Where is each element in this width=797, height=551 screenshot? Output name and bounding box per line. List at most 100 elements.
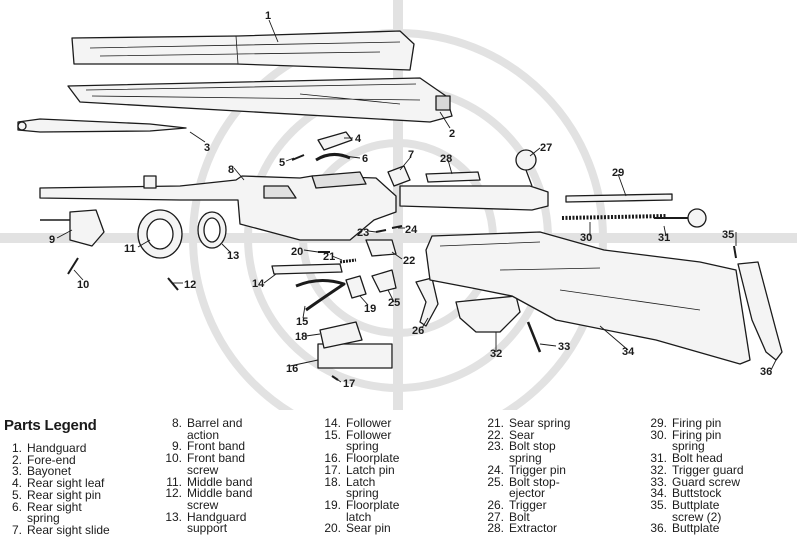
legend-item: 25. Bolt stop- ejector [482,474,570,501]
bolt-stop-spring-part [375,229,387,233]
legend-item-name: Sear pin [346,521,391,536]
callout-23: 23 [357,227,369,239]
legend-item: 24. Trigger pin [482,462,570,477]
legend-item-number: 35. [650,497,667,512]
extractor-part [425,171,481,183]
legend-column-4: 21.Sear spring 22.Sear 23. Bolt stop spri… [482,416,570,536]
floorplate-latch-part [345,275,367,299]
handguard-support-part [197,211,227,249]
legend-item-name: Follower spring [346,427,392,454]
callout-7: 7 [408,149,414,161]
callout-20: 20 [291,246,303,258]
leader-lines [56,19,777,383]
legend-item: 17.Latch pin [319,464,399,477]
callout-32: 32 [490,348,502,360]
legend-item-number: 32. [650,462,667,477]
legend-item-number: 15. [324,427,341,442]
legend-item-name: Trigger pin [509,462,566,477]
legend-item-number: 2. [11,452,22,467]
guard-screw-part [526,321,542,353]
legend-item-number: 27. [487,509,504,524]
callout-17: 17 [343,378,355,390]
legend-item-number: 28. [487,521,504,536]
legend-item-name: Handguard [27,441,87,455]
callout-25: 25 [388,297,400,309]
legend-item: 12. Middle band screw [160,486,253,512]
legend-item: 18.Latch spring [319,475,399,500]
callout-1: 1 [265,10,271,22]
middle-band-screw-part [167,277,179,291]
legend-item-number: 5. [11,487,22,502]
bolt-part [399,149,549,211]
callout-26: 26 [412,325,424,337]
legend-item-number: 3. [11,464,22,479]
legend-item-name: Rear sight slide [27,522,110,537]
legend-item: 36.Buttplate [645,521,744,536]
legend-item-name: Rear sight pin [27,487,102,502]
legend-item-number: 11. [166,474,182,489]
legend-item: 13.Handguard support [160,511,252,535]
legend-item: 6.Rear sight spring [0,499,110,526]
legend-item-number: 25. [487,474,504,489]
exploded-parts-diagram: 1 2 3 4 5 6 7 8 9 10 11 12 13 14 15 16 1… [0,0,797,410]
callout-35: 35 [722,229,734,241]
callout-18: 18 [295,331,307,343]
firing-pin-part [565,193,673,203]
legend-item-name: Rear sight spring [27,499,82,526]
legend-item: 14.Follower [319,416,399,430]
legend-item-number: 14. [324,416,341,430]
trigger-guard-part [455,295,521,333]
legend-item: 9.Front band [160,441,252,453]
callout-33: 33 [558,341,570,353]
legend-item-name: Middle band screw [187,486,253,512]
legend-item-number: 21. [487,416,504,430]
legend-item-name: Floorplate latch [346,497,400,524]
legend-column-2: 8.Barrel and action 9.Front band 10.Fron… [160,417,253,535]
legend-item: 22.Sear [482,429,570,442]
legend-item-name: Buttstock [672,486,722,501]
legend-item-number: 12. [165,486,182,501]
legend-item-number: 33. [650,474,667,489]
legend-item: 35.Buttplate screw (2) [645,497,744,523]
legend-item-number: 31. [650,451,667,466]
bolt-head-part [654,208,707,228]
handguard-part [71,30,415,71]
legend-item-name: Bolt stop spring [509,439,556,466]
callout-2: 2 [449,128,455,140]
legend-item-name: Bayonet [27,464,72,479]
callout-9: 9 [49,234,55,246]
callout-15: 15 [296,316,308,328]
buttstock-part [425,231,751,365]
legend-column-5: 29.Firing pin 30.Firing pin spring 31. Bo… [645,417,744,536]
legend-item: 28.Extractor [482,521,570,536]
callout-3: 3 [204,142,210,154]
legend-item-number: 24. [487,462,504,477]
legend-item: 10.Front band screw [160,452,252,476]
rear-sight-pin-part [291,154,305,161]
trigger-pin-part [391,225,403,229]
callout-4: 4 [355,133,362,145]
legend-item: 3. Bayonet [0,466,110,478]
legend-item-name: Firing pin spring [672,427,722,454]
callout-21: 21 [323,251,335,263]
legend-item-name: Bolt stop- ejector [509,474,560,501]
legend-item-name: Guard screw [672,474,741,489]
callout-28: 28 [440,153,452,165]
callout-36: 36 [760,366,772,378]
legend-item: 30.Firing pin spring [645,427,744,454]
callout-numbers: 1 2 3 4 5 6 7 8 9 10 11 12 13 14 15 16 1… [49,10,772,390]
sear-part [365,239,397,257]
legend-item-name: Bolt head [672,451,723,466]
legend-item-number: 23. [487,439,504,454]
bayonet-part [17,118,187,133]
legend-item: 33. Guard screw [645,474,744,489]
legend-item-number: 36. [650,521,667,536]
latch-spring-part [319,321,363,349]
legend-item: 21.Sear spring [482,416,570,430]
callout-10: 10 [77,279,89,291]
legend-item-number: 1. [11,441,22,455]
legend-item-name: Floorplate [346,451,400,466]
callout-34: 34 [622,346,635,358]
legend-item-name: Trigger guard [672,462,744,477]
legend-item: 29.Firing pin [645,417,744,430]
